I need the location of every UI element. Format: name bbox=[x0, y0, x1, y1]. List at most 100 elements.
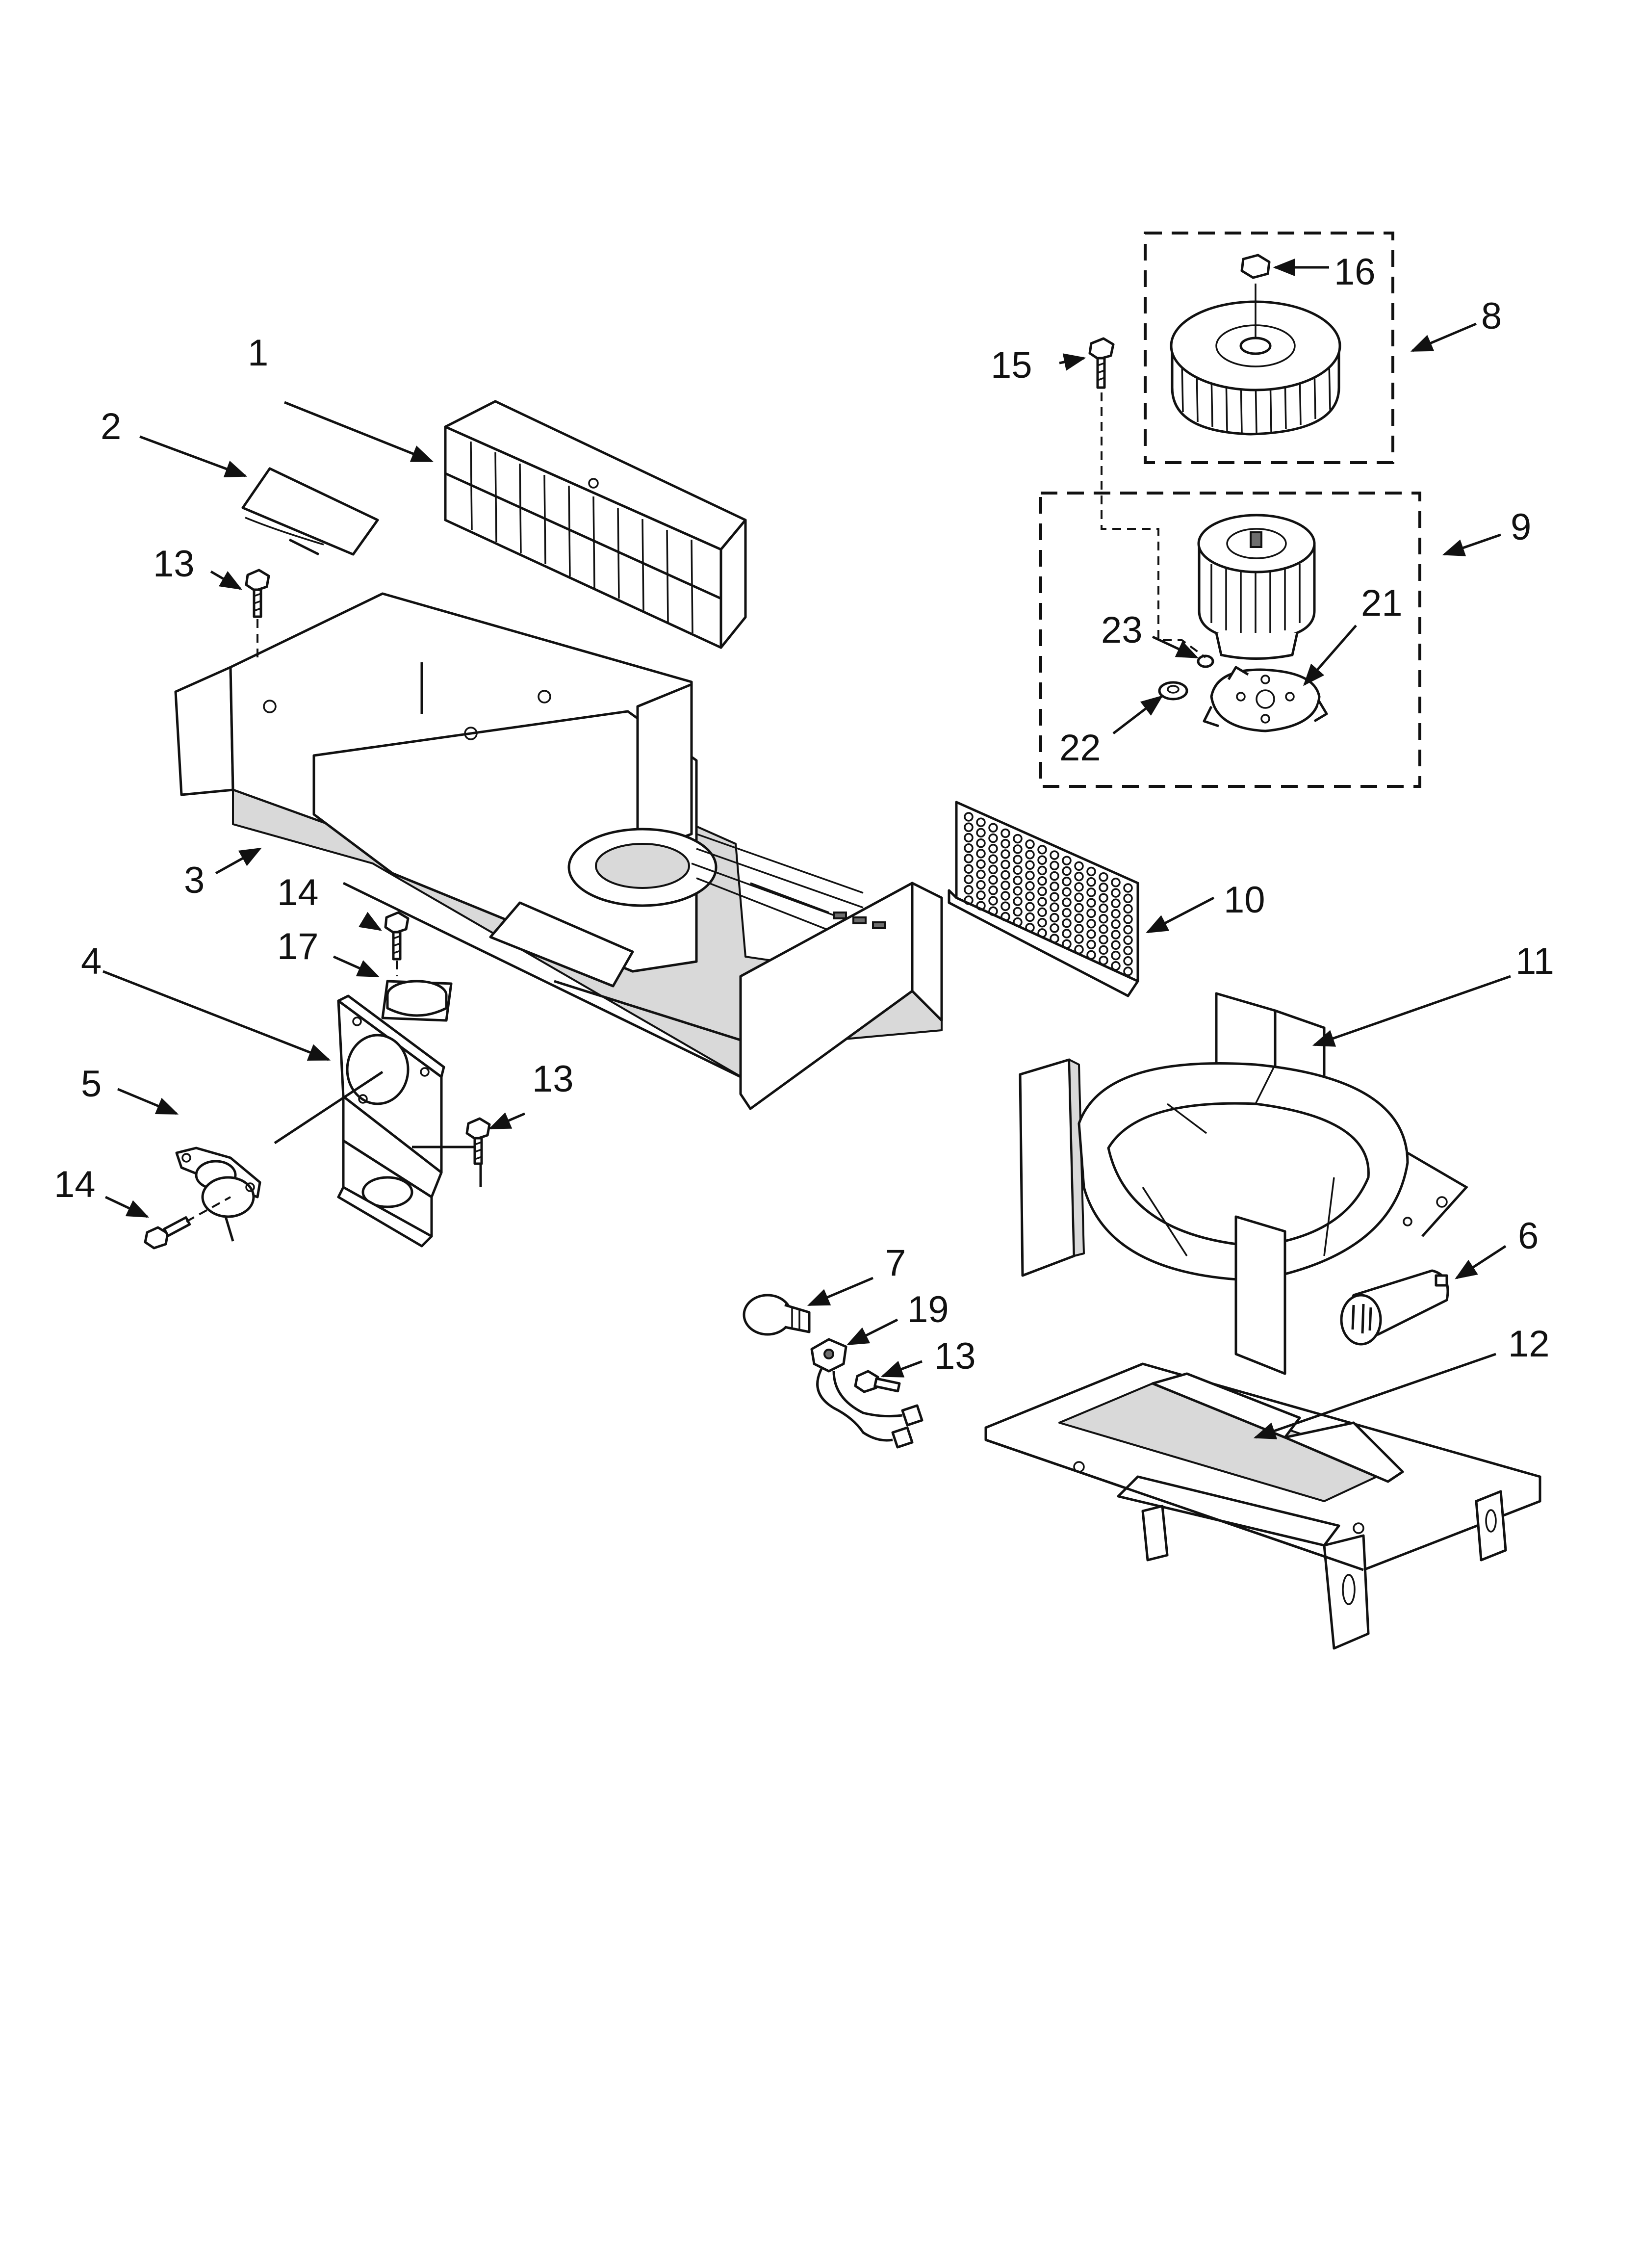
screen-hole bbox=[1074, 861, 1084, 871]
screen-hole bbox=[1074, 892, 1084, 902]
screen-hole bbox=[976, 828, 986, 838]
screen-hole bbox=[1050, 923, 1059, 933]
screen-hole bbox=[1111, 888, 1121, 898]
callout-21: 21 bbox=[1361, 582, 1403, 624]
screen-hole bbox=[988, 886, 998, 895]
callout-1: 1 bbox=[248, 332, 268, 374]
screen-hole bbox=[1025, 839, 1035, 849]
screen-hole bbox=[964, 874, 974, 885]
callout-23: 23 bbox=[1101, 609, 1143, 651]
screen-hole bbox=[1086, 929, 1096, 939]
screen-hole bbox=[1001, 912, 1010, 922]
screen-hole bbox=[1050, 860, 1059, 871]
callout-15: 15 bbox=[991, 344, 1032, 386]
screen-hole bbox=[1111, 919, 1121, 929]
screen-hole bbox=[1086, 919, 1096, 929]
screen-hole bbox=[1025, 923, 1035, 933]
screen-hole bbox=[1001, 891, 1010, 901]
screen-hole bbox=[1037, 917, 1047, 928]
screen-hole bbox=[976, 869, 986, 880]
blower-wheel-assembly bbox=[1144, 232, 1394, 464]
screen-hole bbox=[1086, 939, 1096, 950]
screen-hole bbox=[1099, 903, 1108, 913]
screen-hole bbox=[1099, 924, 1108, 934]
screen-hole bbox=[976, 817, 986, 827]
screen-hole bbox=[1111, 898, 1121, 909]
leader-lines bbox=[103, 259, 1511, 1439]
screen-hole bbox=[1086, 887, 1096, 897]
thermal-fuse bbox=[175, 1147, 261, 1242]
screen-hole bbox=[1099, 945, 1108, 955]
screw-13-middle bbox=[465, 1117, 491, 1165]
screen-hole bbox=[1025, 881, 1035, 891]
callout-13-lower: 13 bbox=[934, 1335, 976, 1377]
screen-hole bbox=[1050, 850, 1059, 860]
callout-7: 7 bbox=[885, 1242, 906, 1284]
screen-hole bbox=[988, 864, 998, 875]
screen-hole bbox=[1123, 945, 1133, 956]
screen-hole bbox=[1074, 924, 1084, 934]
screen-hole bbox=[988, 875, 998, 885]
screen-hole bbox=[1025, 891, 1035, 901]
motor-assembly bbox=[1039, 492, 1421, 788]
mounting-bracket bbox=[274, 994, 482, 1248]
screen-hole bbox=[1123, 893, 1133, 904]
screen-hole bbox=[1050, 912, 1059, 923]
callout-14-lower: 14 bbox=[54, 1164, 96, 1205]
screen-hole bbox=[1062, 887, 1072, 897]
screen-hole bbox=[964, 895, 974, 905]
base-plate bbox=[984, 1362, 1541, 1650]
screen-hole bbox=[1086, 898, 1096, 908]
screen-hole bbox=[1037, 928, 1047, 938]
screen-hole bbox=[1001, 880, 1010, 890]
screen-hole bbox=[1062, 918, 1072, 928]
screen-hole bbox=[1086, 908, 1096, 918]
screen-hole bbox=[988, 854, 998, 864]
callout-11: 11 bbox=[1515, 940, 1554, 982]
screen-hole bbox=[1074, 944, 1084, 955]
screen-hole bbox=[1099, 893, 1108, 903]
screen-hole bbox=[1025, 850, 1035, 860]
damper-plate bbox=[241, 467, 379, 556]
screen-hole bbox=[1123, 966, 1133, 976]
screen-hole bbox=[1062, 939, 1072, 949]
callout-8: 8 bbox=[1481, 295, 1502, 337]
callout-6: 6 bbox=[1518, 1215, 1539, 1257]
screen-hole bbox=[1099, 955, 1108, 965]
screen-hole bbox=[976, 849, 986, 859]
screen-hole bbox=[1050, 882, 1059, 891]
callout-10: 10 bbox=[1224, 879, 1265, 921]
screen-hole bbox=[1037, 897, 1047, 907]
screen-hole bbox=[1001, 901, 1010, 911]
screen-hole bbox=[988, 833, 998, 843]
screen-hole bbox=[1013, 855, 1023, 864]
screw-14-lower bbox=[144, 1196, 231, 1250]
screen-hole bbox=[1074, 913, 1084, 923]
screen-hole bbox=[1050, 892, 1059, 902]
callout-13-top: 13 bbox=[153, 543, 195, 585]
screen-hole bbox=[1013, 917, 1023, 927]
screen-hole bbox=[1013, 875, 1023, 886]
screen-hole bbox=[1037, 855, 1047, 865]
screen-hole bbox=[1013, 896, 1023, 906]
screw-14-upper bbox=[384, 911, 410, 976]
screen-hole bbox=[1111, 940, 1121, 950]
callout-19: 19 bbox=[907, 1289, 949, 1330]
screen-hole bbox=[1001, 849, 1010, 859]
screen-hole bbox=[1037, 865, 1047, 876]
screen-hole bbox=[1050, 871, 1059, 881]
screen-hole bbox=[1099, 913, 1108, 924]
callout-5: 5 bbox=[81, 1063, 102, 1105]
screen-hole bbox=[1013, 886, 1023, 896]
screen-hole bbox=[1001, 838, 1010, 849]
screen-hole bbox=[988, 844, 998, 854]
screen-hole bbox=[1062, 866, 1072, 876]
lamp-bulb bbox=[743, 1294, 811, 1336]
screen-hole bbox=[1123, 956, 1133, 966]
screen-hole bbox=[1074, 903, 1084, 913]
screen-hole bbox=[1013, 844, 1023, 854]
screen-hole bbox=[1062, 908, 1072, 918]
callout-13-middle: 13 bbox=[532, 1058, 574, 1100]
screen-hole bbox=[1111, 878, 1121, 887]
